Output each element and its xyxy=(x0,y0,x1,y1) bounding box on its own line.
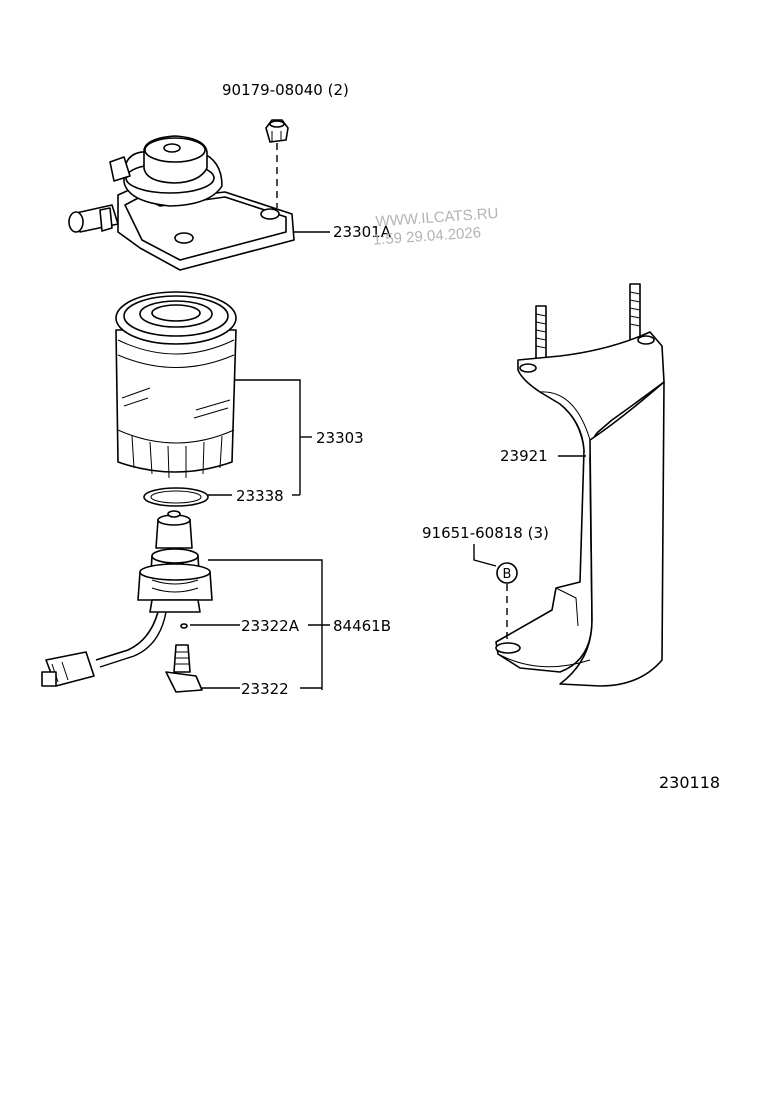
label-bolt: 90179-08040 (2) xyxy=(222,81,349,99)
filter-cartridge-drawing xyxy=(115,291,237,479)
ref-mark-label: B xyxy=(503,567,512,582)
bracket-bolt-leader xyxy=(473,544,497,567)
ref-mark-circle xyxy=(496,562,518,584)
label-bracket: 23921 xyxy=(500,447,548,465)
nut-drawing xyxy=(265,119,289,143)
label-sensor: 23322 xyxy=(241,680,289,698)
cartridge-leader xyxy=(234,379,301,495)
label-filter-cartridge: 23303 xyxy=(316,429,364,447)
water-sensor-drawing xyxy=(41,510,213,687)
sensor-drawing xyxy=(165,644,203,693)
sensor-plug-drawing xyxy=(180,623,188,629)
label-sensor-plug: 23322A xyxy=(241,617,300,635)
bracket-drawing xyxy=(495,283,665,687)
sensor-assy-bracket xyxy=(208,559,323,690)
label-bracket-bolt: 91651-60818 (3) xyxy=(422,524,549,542)
label-filter-head: 23301A xyxy=(333,223,392,241)
diagram-number: 230118 xyxy=(659,773,720,792)
filter-head-drawing xyxy=(68,135,295,271)
label-o-ring: 23338 xyxy=(236,487,284,505)
watermark: WWW.ILCATS.RU 1:59 29.04.2026 xyxy=(372,205,499,249)
o-ring-drawing xyxy=(143,487,209,507)
label-sensor-assy: 84461B xyxy=(333,617,391,635)
